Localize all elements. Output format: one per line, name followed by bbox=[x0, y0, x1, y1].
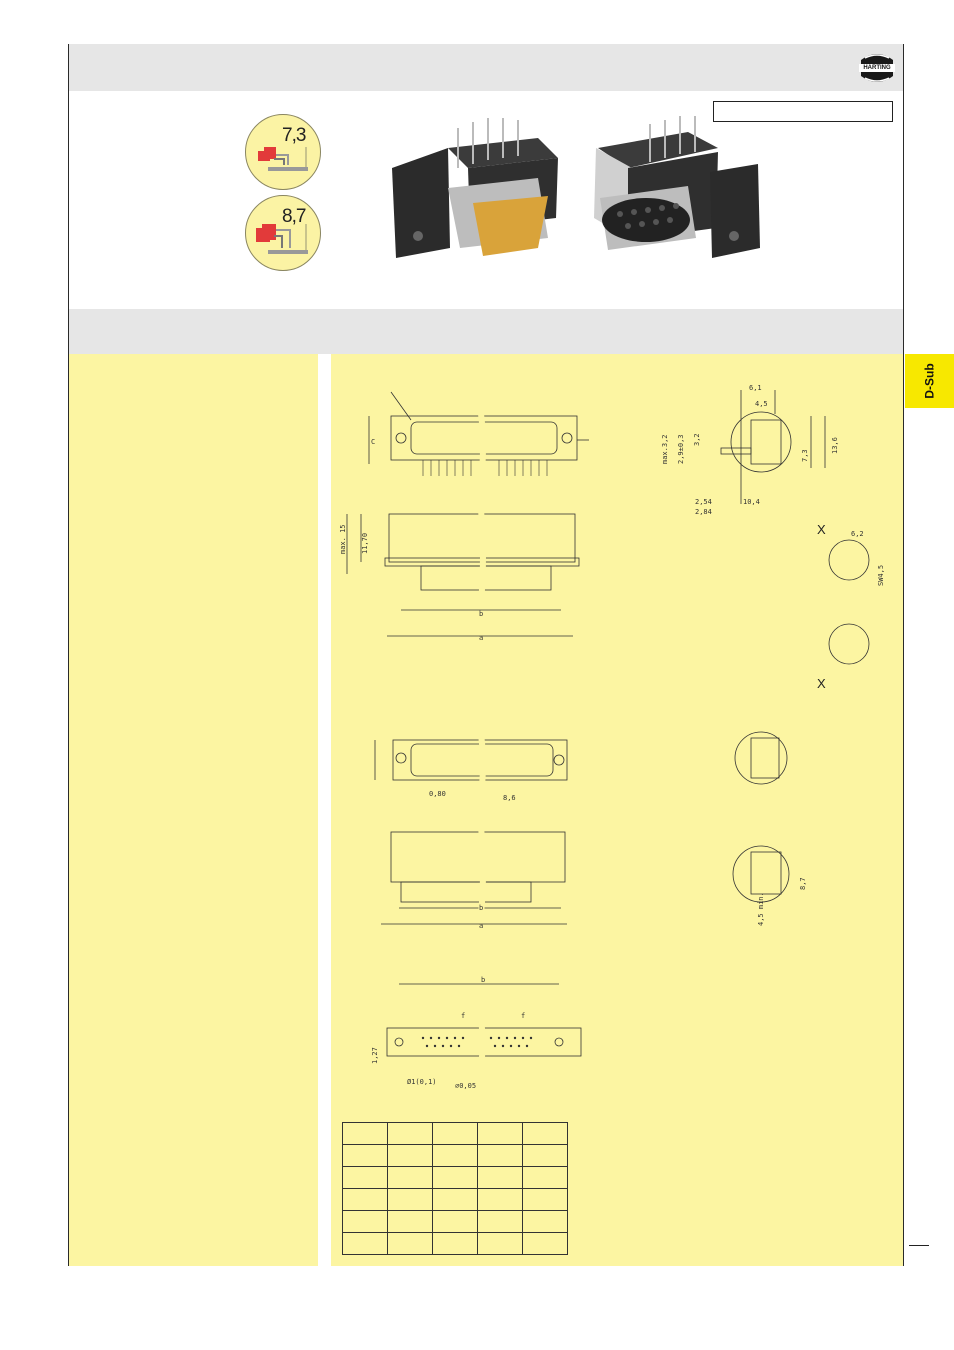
dim-max32: max.3,2 bbox=[661, 434, 669, 464]
badge-value: 8,7 bbox=[282, 206, 306, 227]
dim-hole: Ø1(0,1) bbox=[407, 1078, 437, 1086]
right-angle-connector-icon bbox=[258, 147, 308, 171]
badge-height-73: 7,3 bbox=[245, 114, 321, 190]
dim-61: 6,1 bbox=[749, 384, 762, 392]
badge-value: 7,3 bbox=[282, 125, 306, 146]
right-angle-connector-icon bbox=[256, 224, 308, 254]
dim-254: 2,54 bbox=[695, 498, 712, 506]
dim-f2: f bbox=[521, 1012, 525, 1020]
dim-104: 10,4 bbox=[743, 498, 760, 506]
dim-45min: 4,5 min. bbox=[757, 892, 765, 926]
detail-x-top: X bbox=[817, 522, 826, 537]
dim-b: b bbox=[479, 610, 483, 618]
variant-table bbox=[342, 1122, 568, 1255]
column-divider bbox=[318, 354, 331, 1266]
dim-080: 0,80 bbox=[429, 790, 446, 798]
dsub-tab-label: D-Sub bbox=[922, 363, 937, 399]
table-row bbox=[342, 1232, 568, 1255]
dim-87: 8,7 bbox=[799, 877, 807, 890]
brand-name: HARTING bbox=[863, 65, 891, 71]
header-band bbox=[69, 44, 903, 91]
dim-62: 6,2 bbox=[851, 530, 864, 538]
dsub-side-tab bbox=[905, 354, 954, 408]
page-number-rule bbox=[909, 1245, 929, 1246]
dim-136: 13,6 bbox=[831, 437, 839, 454]
dim-f1: f bbox=[461, 1012, 465, 1020]
dsub-tab-label-wrap: D-Sub bbox=[905, 354, 954, 408]
part-number-box bbox=[713, 101, 893, 122]
dim-c: C bbox=[371, 438, 375, 446]
frame-right-rule bbox=[903, 44, 904, 1266]
table-row bbox=[342, 1210, 568, 1233]
badge-height-87: 8,7 bbox=[245, 195, 321, 271]
dim-45: 4,5 bbox=[755, 400, 768, 408]
dim-73: 7,3 bbox=[801, 449, 809, 462]
dim-max15: max. 15 bbox=[339, 524, 347, 554]
dim-a2: a bbox=[479, 922, 483, 930]
dim-1170: 11,70 bbox=[361, 533, 369, 554]
harting-logo: HARTING bbox=[857, 50, 897, 86]
technical-drawings: C b a max. 15 11,70 6,1 4,5 7,3 13,6 max… bbox=[339, 384, 885, 1090]
frame-left-rule bbox=[68, 44, 69, 1266]
drawing-column bbox=[331, 354, 903, 1266]
dim-86: 8,6 bbox=[503, 794, 516, 802]
table-row bbox=[342, 1166, 568, 1189]
dim-294: 2,9±0,3 bbox=[677, 434, 685, 464]
section-band bbox=[69, 309, 903, 354]
dim-b3: b bbox=[481, 976, 485, 984]
dim-127: 1,27 bbox=[371, 1047, 379, 1064]
male-connector-photo bbox=[392, 118, 558, 258]
description-column bbox=[69, 354, 318, 1266]
product-photos bbox=[392, 116, 760, 258]
dim-tol: ⌀0,05 bbox=[455, 1082, 476, 1090]
dim-b2: b bbox=[479, 904, 483, 912]
dim-a: a bbox=[479, 634, 483, 642]
dim-sw45: SW4,5 bbox=[877, 565, 885, 586]
table-row bbox=[342, 1188, 568, 1211]
detail-x-bottom: X bbox=[817, 676, 826, 691]
female-connector-photo bbox=[594, 116, 760, 258]
table-row bbox=[342, 1144, 568, 1167]
dim-284: 2,84 bbox=[695, 508, 712, 516]
dim-32: 3,2 bbox=[693, 433, 701, 446]
table-row bbox=[342, 1122, 568, 1145]
